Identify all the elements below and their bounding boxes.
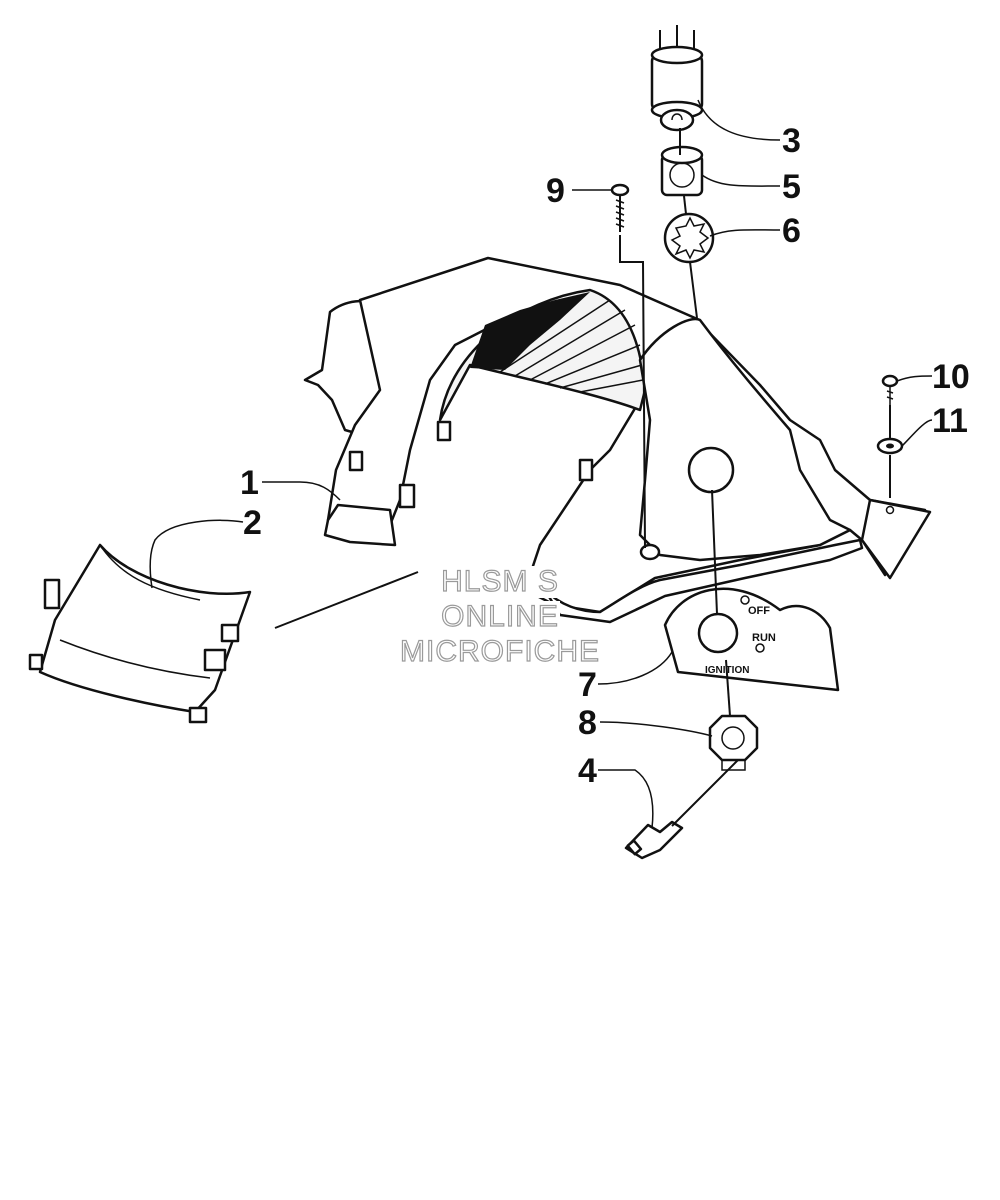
leader-line-5	[701, 174, 781, 187]
callout-1: 1	[240, 464, 259, 502]
run-label: RUN	[752, 632, 776, 644]
ignition-decal-part: OFF RUN IGNITION	[663, 587, 840, 692]
callout-4: 4	[578, 752, 597, 790]
leader-line-1	[262, 481, 341, 501]
switch-connector-part	[650, 25, 704, 132]
leader-line-2-to-1	[274, 571, 419, 629]
leader-line-10	[896, 375, 933, 382]
assembly-axis-9	[619, 235, 646, 549]
assembly-axis-6-1	[689, 261, 698, 319]
callout-3: 3	[782, 122, 801, 160]
watermark-line-1: HLSM S	[441, 565, 559, 598]
arch-shading	[470, 292, 644, 393]
cover-trim-part	[28, 543, 252, 724]
off-label: OFF	[748, 605, 770, 617]
callout-6: 6	[782, 212, 801, 250]
assembly-axis-4-8	[671, 759, 739, 827]
lock-washer-part	[663, 212, 715, 264]
screw-part	[610, 183, 630, 232]
callout-8: 8	[578, 704, 597, 742]
callout-10: 10	[932, 358, 970, 396]
leader-line-7	[597, 651, 673, 685]
leader-line-11	[901, 419, 933, 447]
bushing-part	[660, 145, 704, 197]
assembly-axis-5-6	[683, 195, 687, 215]
watermark-line-2: ONLINE	[441, 600, 559, 633]
leader-line-3	[697, 99, 781, 141]
ignition-key-part	[624, 820, 684, 860]
callout-11: 11	[932, 402, 968, 440]
console-housing-part	[303, 256, 932, 624]
flat-washer-part	[876, 437, 904, 455]
nut-part	[708, 714, 759, 771]
callout-2: 2	[243, 504, 262, 542]
callout-5: 5	[782, 168, 801, 206]
leader-line-6	[709, 229, 781, 237]
leader-line-2	[149, 519, 244, 589]
watermark-line-3: MICROFICHE	[400, 635, 600, 668]
watermark: HLSM S ONLINE MICROFICHE	[390, 564, 610, 669]
small-screw-part	[881, 374, 899, 405]
assembly-axis-7-1	[711, 489, 718, 615]
callout-9: 9	[546, 172, 565, 210]
assembly-axis-8-7	[725, 659, 731, 717]
callout-7: 7	[578, 666, 597, 704]
leader-line-8	[599, 721, 713, 737]
leader-line-4	[598, 769, 654, 829]
